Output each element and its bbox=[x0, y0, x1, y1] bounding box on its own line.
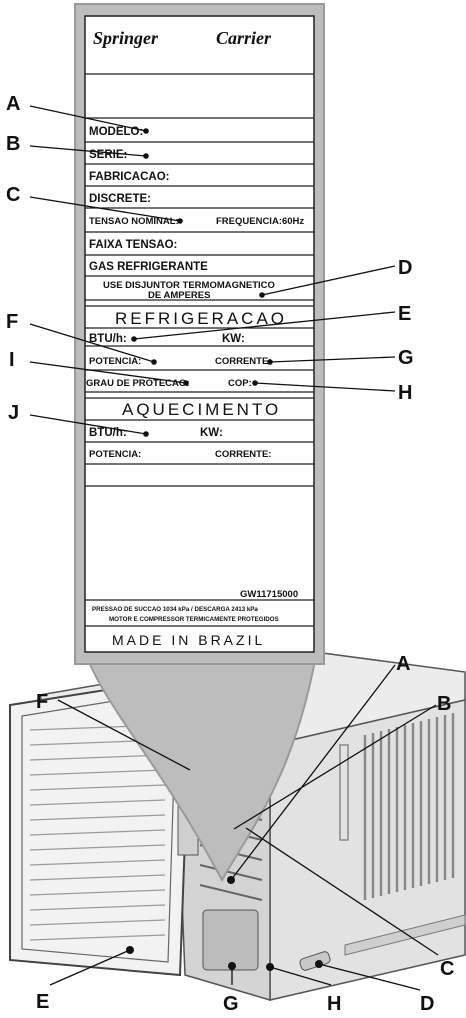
row-cop: COP: bbox=[228, 378, 252, 389]
row-disjuntor-1: USE DISJUNTOR TERMOMAGNETICO bbox=[103, 280, 275, 291]
magnifier-callout bbox=[76, 629, 322, 883]
row-btu-refrigeracao: BTU/h: bbox=[89, 333, 127, 345]
label-a-top: A bbox=[6, 93, 20, 115]
pressao-line-1: PRESSAO DE SUCCAO 1034 kPa / DESCARGA 24… bbox=[92, 606, 258, 613]
label-b-top: B bbox=[6, 133, 20, 155]
label-e-top: E bbox=[398, 303, 411, 325]
label-c-bottom: C bbox=[440, 958, 454, 980]
air-conditioner-unit bbox=[9, 649, 466, 1002]
pressao-line-2: MOTOR E COMPRESSOR TERMICAMENTE PROTEGID… bbox=[109, 616, 279, 623]
made-in-brazil: MADE IN BRAZIL bbox=[112, 632, 265, 648]
row-faixa-tensao: FAIXA TENSAO: bbox=[89, 239, 177, 251]
section-refrigeracao: REFRIGERACAO bbox=[115, 309, 287, 328]
label-g-bottom: G bbox=[223, 993, 239, 1015]
label-j-top: J bbox=[8, 402, 19, 424]
row-corrente-aquecimento: CORRENTE: bbox=[215, 449, 271, 460]
row-kw-aquecimento: KW: bbox=[200, 427, 223, 439]
nameplate: Springer Carrier MODELO: bbox=[84, 15, 315, 653]
label-f-top: F bbox=[6, 311, 18, 333]
label-b-bottom: B bbox=[437, 693, 451, 715]
row-grau-protecao: GRAU DE PROTECAO: bbox=[86, 378, 189, 389]
brand-springer: Springer bbox=[93, 28, 159, 48]
label-d-bottom: D bbox=[420, 993, 434, 1015]
row-discrete: DISCRETE: bbox=[89, 193, 151, 205]
label-h-bottom: H bbox=[327, 993, 341, 1015]
label-h-top: H bbox=[398, 382, 412, 404]
section-aquecimento: AQUECIMENTO bbox=[122, 400, 281, 419]
row-frequencia: FREQUENCIA:60Hz bbox=[216, 216, 304, 227]
letter-labels: A B C D E F G I H J A B F C E G H D bbox=[6, 93, 454, 1015]
side-vents bbox=[363, 713, 455, 900]
label-i-top: I bbox=[9, 349, 15, 371]
row-kw-refrigeracao: KW: bbox=[222, 333, 245, 345]
row-potencia-refrigeracao: POTENCIA: bbox=[89, 356, 141, 367]
brand-carrier: Carrier bbox=[216, 28, 272, 48]
label-f-bottom: F bbox=[36, 691, 48, 713]
row-gas-refrigerante: GAS REFRIGERANTE bbox=[89, 261, 208, 273]
row-tensao-nominal: TENSAO NOMINAL: bbox=[89, 216, 179, 227]
row-fabricacao: FABRICACAO: bbox=[89, 171, 170, 183]
label-g-top: G bbox=[398, 347, 414, 369]
label-d-top: D bbox=[398, 257, 412, 279]
row-serie: SERIE: bbox=[89, 149, 127, 161]
label-c-top: C bbox=[6, 184, 20, 206]
row-potencia-aquecimento: POTENCIA: bbox=[89, 449, 141, 460]
code-label: GW11715000 bbox=[240, 589, 298, 600]
label-a-bottom: A bbox=[396, 653, 410, 675]
row-disjuntor-2: DE AMPERES bbox=[148, 290, 210, 301]
label-e-bottom: E bbox=[36, 991, 49, 1013]
row-corrente-refrigeracao: CORRENTE: bbox=[215, 356, 271, 367]
leader-lines bbox=[29, 105, 439, 991]
row-modelo: MODELO: bbox=[89, 126, 143, 138]
row-btu-aquecimento: BTU/h: bbox=[89, 427, 127, 439]
